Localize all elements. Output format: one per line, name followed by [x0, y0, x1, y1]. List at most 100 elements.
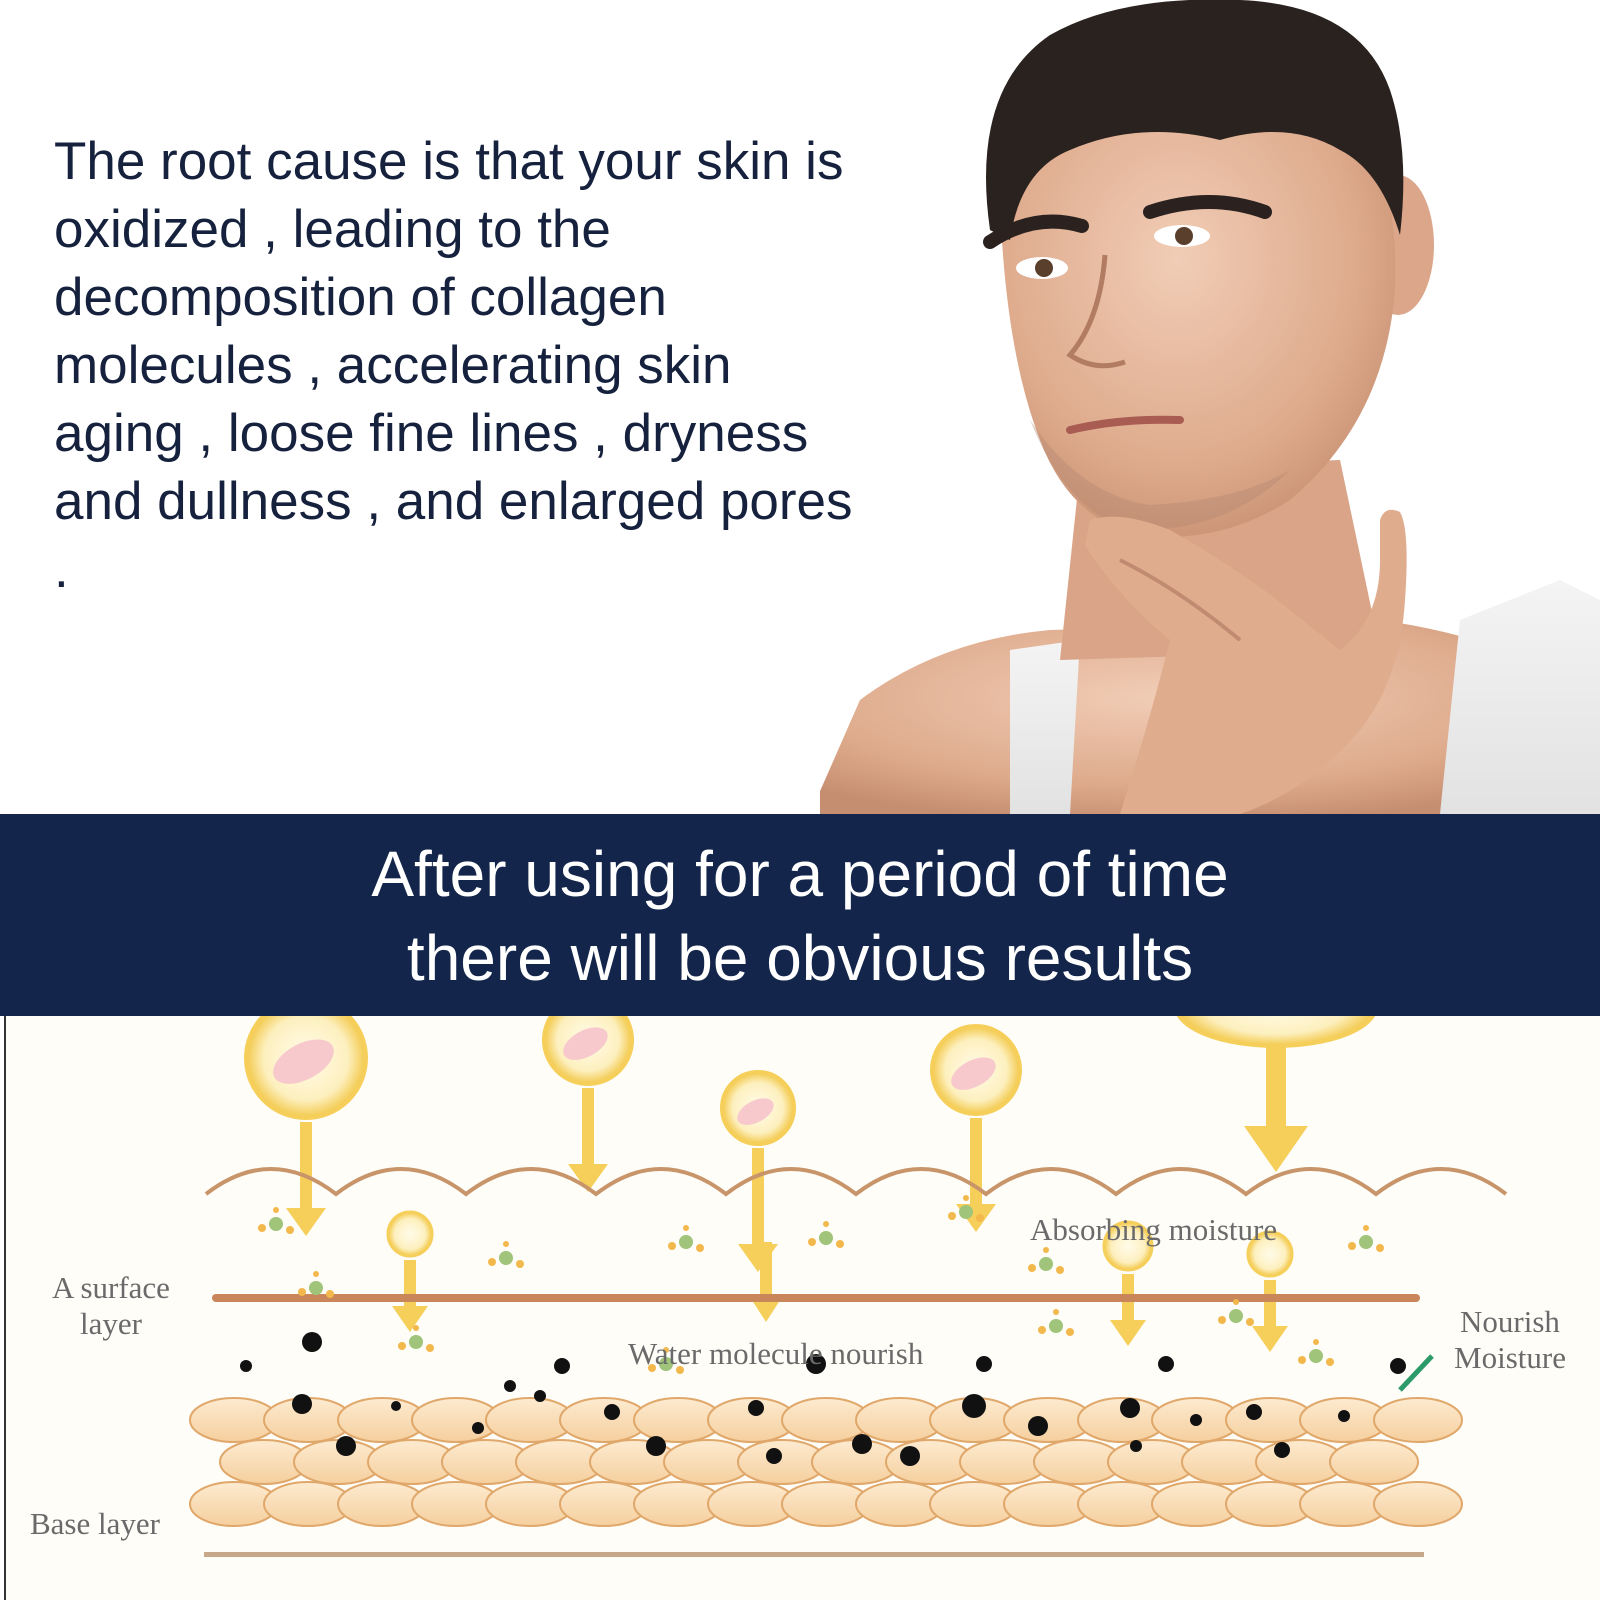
dark-particle	[504, 1380, 516, 1392]
molecule-atom	[298, 1288, 306, 1296]
dark-particle	[472, 1422, 484, 1434]
capsule-core	[273, 1039, 334, 1084]
arrow-head	[286, 1208, 326, 1236]
small-capsule	[1102, 1220, 1154, 1272]
hair-shape	[986, 0, 1404, 240]
molecule-atom	[823, 1221, 829, 1227]
dark-particle	[240, 1360, 252, 1372]
molecule	[499, 1251, 513, 1265]
banner-line-2: there will be obvious results	[406, 922, 1194, 994]
molecule	[959, 1205, 973, 1219]
molecule-atom	[1053, 1309, 1059, 1315]
dark-particle	[1120, 1398, 1140, 1418]
molecule-atom	[313, 1271, 319, 1277]
molecule	[679, 1235, 693, 1249]
capsule-group	[244, 1016, 1376, 1352]
skin-diagram: A surface layer Base layer Absorbing moi…	[4, 1016, 1600, 1600]
molecule-atom	[948, 1212, 956, 1220]
intro-text: The root cause is that your skin is oxid…	[54, 132, 853, 599]
dark-particle	[766, 1448, 782, 1464]
molecule-atom	[696, 1244, 704, 1252]
molecule	[309, 1281, 323, 1295]
capsule-core	[951, 1057, 996, 1090]
arrow-head	[392, 1306, 428, 1332]
skin-diagram-graphic	[189, 1016, 1508, 1557]
nourish-moisture-label: Nourish Moisture	[1454, 1304, 1566, 1375]
molecule	[819, 1231, 833, 1245]
dark-particle	[1246, 1404, 1262, 1420]
molecule-atom	[663, 1347, 669, 1353]
molecule-atom	[1233, 1299, 1239, 1305]
membrane-top	[204, 1167, 1508, 1197]
dark-particle	[962, 1394, 986, 1418]
molecule-atom	[503, 1241, 509, 1247]
molecule-atom	[1028, 1264, 1036, 1272]
dark-particle	[646, 1436, 666, 1456]
small-capsule	[386, 1210, 434, 1258]
dark-particle	[976, 1356, 992, 1372]
dark-particle	[1158, 1356, 1174, 1372]
arrow-shaft	[582, 1088, 594, 1168]
skin-cell	[1373, 1397, 1463, 1443]
molecule-atom	[683, 1225, 689, 1231]
nose-shape	[1066, 254, 1126, 369]
molecule-atom	[258, 1224, 266, 1232]
molecule	[659, 1357, 673, 1371]
molecule-atom	[1066, 1328, 1074, 1336]
results-banner: After using for a period of time there w…	[0, 814, 1600, 1016]
top-section: The root cause is that your skin is oxid…	[54, 0, 1600, 814]
molecule	[409, 1335, 423, 1349]
dark-particle	[1274, 1442, 1290, 1458]
dark-particle	[554, 1358, 570, 1374]
molecule-atom	[426, 1344, 434, 1352]
molecule-atom	[516, 1260, 524, 1268]
eyebrow-left	[983, 214, 1089, 249]
dark-particle	[748, 1400, 764, 1416]
molecule	[1309, 1349, 1323, 1363]
mouth-shape	[1066, 415, 1184, 434]
arrow-head	[568, 1164, 608, 1192]
molecule-atom	[1348, 1242, 1356, 1250]
surface-line	[212, 1294, 1420, 1302]
dark-particle	[1390, 1358, 1406, 1374]
molecule	[1039, 1257, 1053, 1271]
molecule-atom	[808, 1238, 816, 1246]
capsule-core	[563, 1027, 608, 1060]
dark-particle	[900, 1446, 920, 1466]
molecule-atom	[963, 1195, 969, 1201]
capsule	[1176, 1016, 1376, 1048]
molecule-atom	[1363, 1225, 1369, 1231]
dark-particle	[1338, 1410, 1350, 1422]
small-capsule	[1246, 1230, 1294, 1278]
dark-particle	[1130, 1440, 1142, 1452]
molecule	[1049, 1319, 1063, 1333]
arrow-head	[1244, 1126, 1308, 1172]
base-layer-label: Base layer	[30, 1506, 160, 1541]
base-cells	[189, 1397, 1463, 1527]
molecule-atom	[668, 1242, 676, 1250]
molecule-atom	[488, 1258, 496, 1266]
dark-particle	[336, 1436, 356, 1456]
skin-cell	[1329, 1439, 1419, 1485]
absorbing-moisture-label: Absorbing moisture	[1030, 1212, 1278, 1247]
arrow-shaft	[752, 1148, 764, 1248]
arrow-shaft	[1266, 1046, 1286, 1126]
molecule-atom	[1298, 1356, 1306, 1364]
particles	[240, 1195, 1434, 1466]
molecule-atom	[326, 1290, 334, 1298]
arrow-head	[1252, 1326, 1288, 1352]
dark-particle	[302, 1332, 322, 1352]
molecule-atom	[1376, 1244, 1384, 1252]
molecule-atom	[1326, 1358, 1334, 1366]
molecule-atom	[286, 1226, 294, 1234]
man-portrait	[820, 0, 1600, 814]
tank-top-right	[1440, 580, 1600, 814]
dark-particle	[1028, 1416, 1048, 1436]
molecule-atom	[273, 1207, 279, 1213]
molecule-atom	[1043, 1247, 1049, 1253]
molecule-atom	[676, 1366, 684, 1374]
skin-membrane	[204, 1167, 1508, 1557]
capsule-core	[737, 1098, 774, 1125]
dark-particle	[852, 1434, 872, 1454]
dark-particle	[806, 1354, 826, 1374]
